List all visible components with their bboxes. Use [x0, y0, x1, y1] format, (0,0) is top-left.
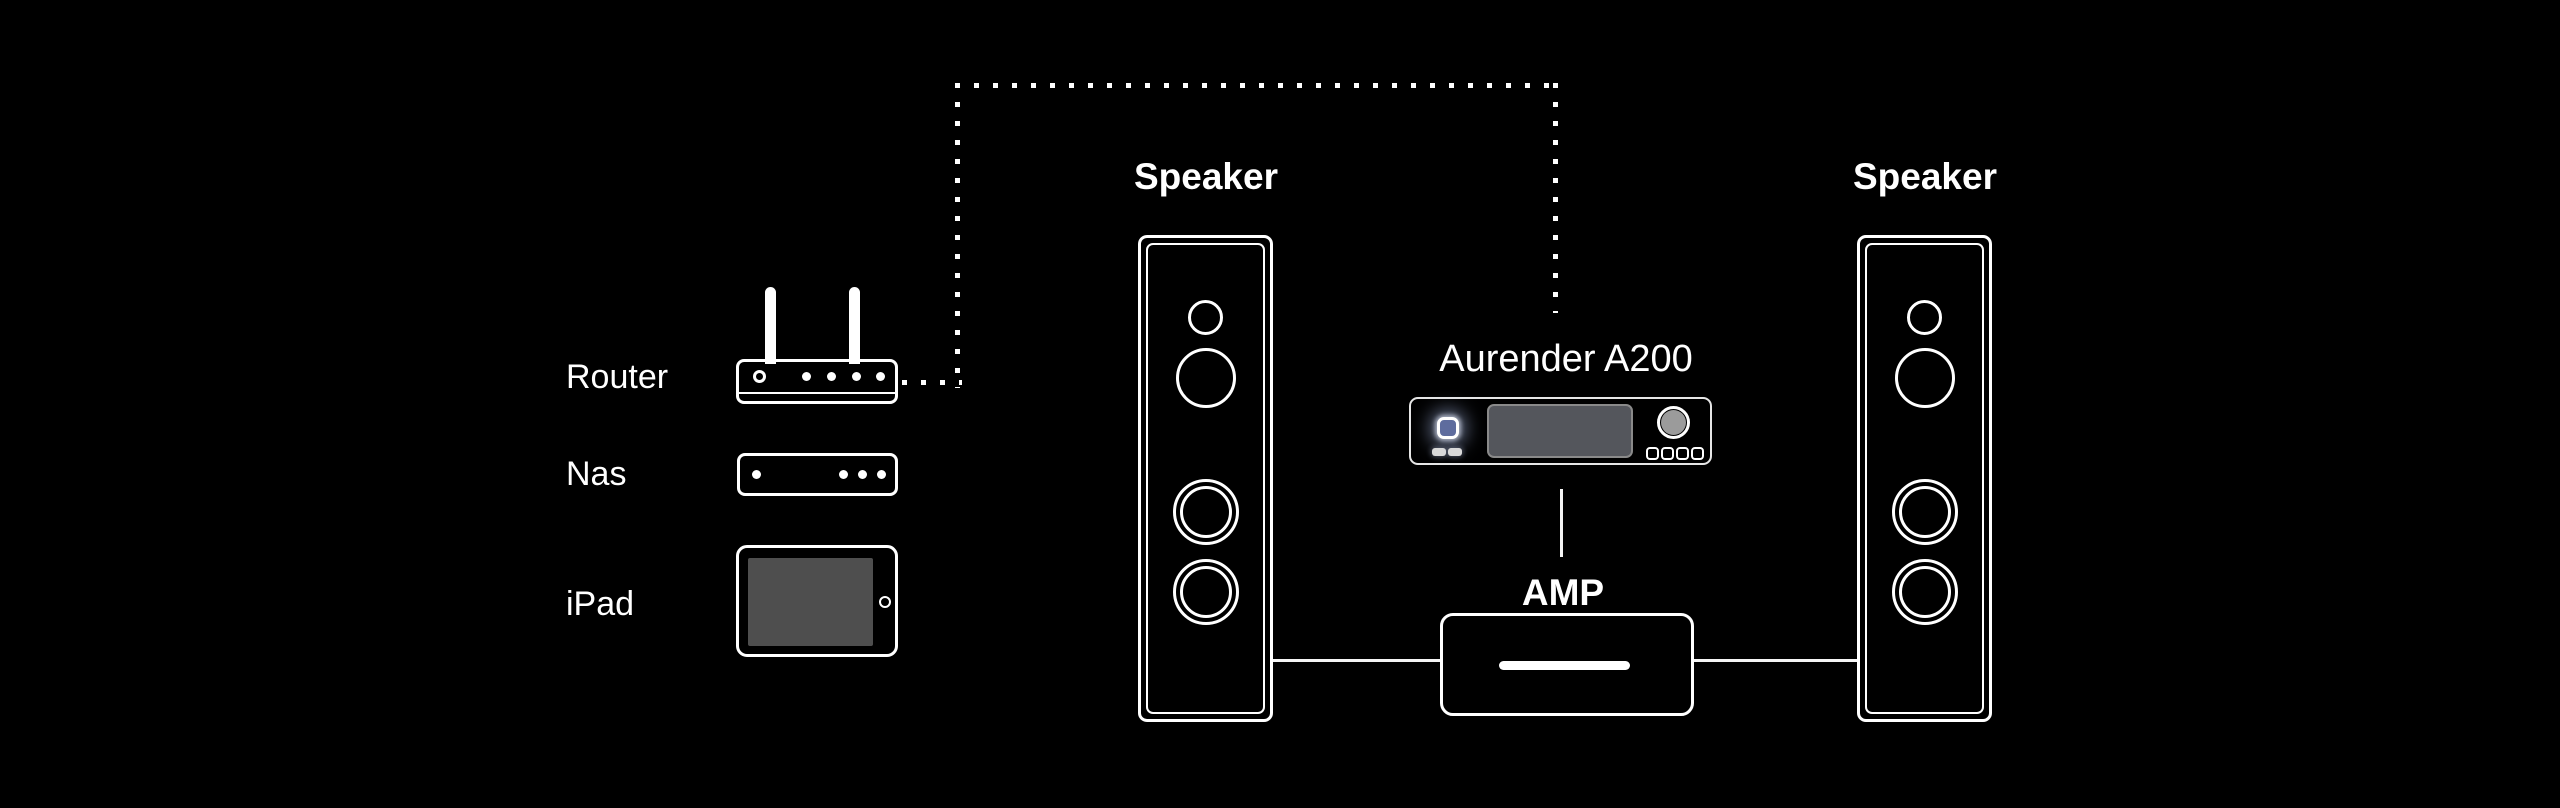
dotted-connector-router-stub	[902, 380, 962, 385]
speaker-right-cabinet	[1857, 235, 1992, 722]
router-body	[736, 359, 898, 404]
aurender-label: Aurender A200	[1439, 338, 1693, 380]
speaker-right-baffle	[1865, 243, 1984, 714]
aurender-power-button	[1437, 417, 1459, 439]
ipad-screen	[748, 558, 873, 646]
dotted-connector-left-vertical	[955, 83, 960, 388]
speaker-left-baffle	[1146, 243, 1265, 714]
speaker-right-woofer-inner	[1899, 566, 1951, 618]
aurender-small-button	[1448, 448, 1462, 456]
speaker-left-cabinet	[1138, 235, 1273, 722]
nas-led-dot	[877, 470, 886, 479]
router-base-line	[739, 392, 895, 394]
speaker-right-woofer-outer	[1892, 479, 1958, 545]
nas-body	[737, 453, 898, 496]
ipad-body	[736, 545, 898, 657]
ipad-home-button	[879, 596, 891, 608]
aurender-small-button	[1432, 448, 1446, 456]
nas-led-dot	[839, 470, 848, 479]
nas-label: Nas	[566, 455, 627, 493]
dotted-connector-top-horizontal	[955, 83, 1558, 88]
aurender-display-screen	[1487, 404, 1633, 458]
speaker-right-mid-driver	[1895, 348, 1955, 408]
aurender-volume-knob	[1661, 410, 1686, 435]
router-label: Router	[566, 358, 669, 396]
router-led-dot	[827, 372, 836, 381]
nas-led-dot	[858, 470, 867, 479]
speaker-left-mid-driver	[1176, 348, 1236, 408]
nas-led-dot	[752, 470, 761, 479]
speaker-right-woofer-inner	[1899, 486, 1951, 538]
amp-slot-bar	[1499, 661, 1630, 670]
aurender-control-button	[1646, 447, 1659, 460]
router-led-dot	[876, 372, 885, 381]
router-port-ring	[753, 370, 766, 383]
aurender-chassis	[1409, 397, 1712, 465]
speaker-right-woofer-outer	[1892, 559, 1958, 625]
speaker-left-woofer-inner	[1180, 486, 1232, 538]
speaker-left-woofer-outer	[1173, 479, 1239, 545]
aurender-control-button	[1661, 447, 1674, 460]
aurender-volume-knob-ring	[1657, 406, 1690, 439]
speaker-left-tweeter	[1188, 300, 1223, 335]
router-led-dot	[802, 372, 811, 381]
line-speaker-left-to-amp	[1271, 659, 1442, 662]
speaker-left-label: Speaker	[1134, 156, 1278, 197]
line-amp-to-speaker-right	[1692, 659, 1859, 662]
line-aurender-to-amp	[1560, 489, 1563, 557]
router-led-dot	[852, 372, 861, 381]
speaker-right-label: Speaker	[1853, 156, 1997, 197]
speaker-left-woofer-outer	[1173, 559, 1239, 625]
speaker-left-woofer-inner	[1180, 566, 1232, 618]
speaker-right-tweeter	[1907, 300, 1942, 335]
router-antenna-left-icon	[765, 287, 776, 364]
dotted-connector-right-vertical	[1553, 83, 1558, 313]
aurender-control-button	[1691, 447, 1704, 460]
ipad-label: iPad	[566, 585, 635, 623]
amp-label: AMP	[1521, 572, 1605, 613]
router-antenna-right-icon	[849, 287, 860, 364]
aurender-control-button	[1676, 447, 1689, 460]
